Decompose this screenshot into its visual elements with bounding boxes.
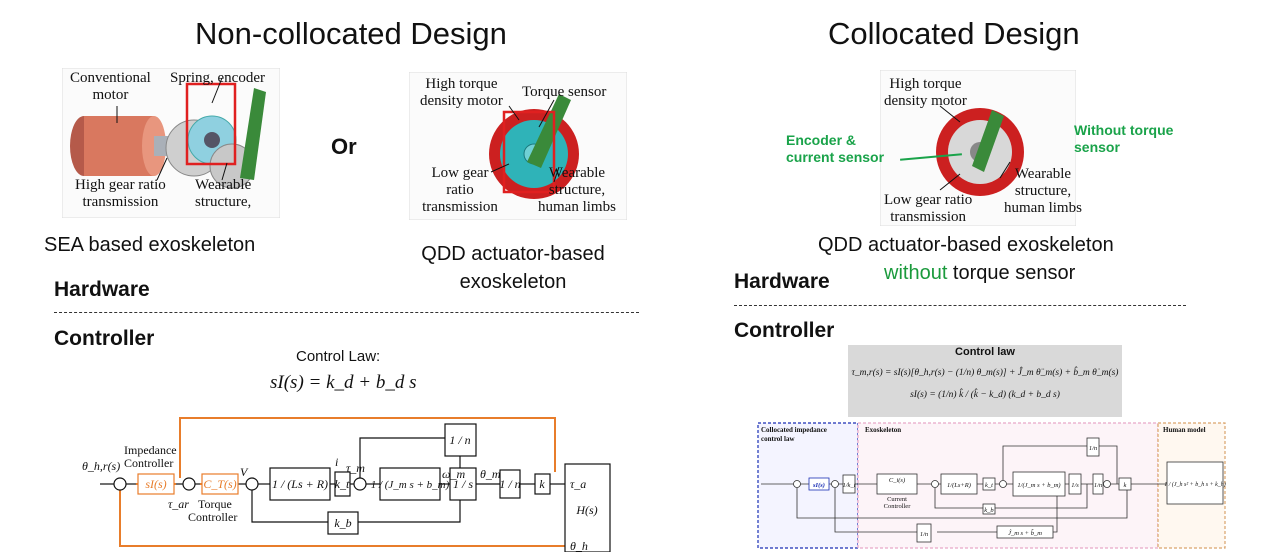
- encoder-sensor-label: Encoder &current sensor: [786, 132, 885, 165]
- tau-m-label: τ_m: [346, 461, 365, 475]
- r-sI-block: sI(s): [812, 482, 825, 489]
- region-collocated-1: Collocated impedance: [761, 426, 827, 434]
- r-elec-block: 1/(Ls+R): [947, 482, 971, 489]
- collocated-actuator-drawing: [879, 69, 1077, 227]
- right-hardware-heading: Hardware: [734, 270, 830, 293]
- r-kb-block: k_b: [984, 507, 994, 514]
- left-block-diagram: sI(s) C_T(s) 1 / (Ls + R) k_t 1 / (J_m s…: [82, 417, 611, 552]
- elec-block: 1 / (Ls + R): [272, 477, 328, 491]
- right-title: Collocated Design: [828, 16, 1080, 51]
- region-collocated-2: control law: [761, 435, 795, 443]
- ct-block: C_T(s): [203, 477, 236, 491]
- kt-block: k_t: [335, 477, 350, 491]
- left-title: Non-collocated Design: [195, 16, 507, 51]
- right-divider: [734, 305, 1186, 306]
- r-current-1: Current: [887, 496, 907, 503]
- theta-ref-label: θ_h,r(s): [82, 459, 120, 473]
- qdd-torque-sensor-label: Torque sensor: [522, 84, 607, 100]
- right-control-law-eq1: τ_m,r(s) = sI(s)[θ_h,r(s) − (1/n) θ_m(s)…: [851, 368, 1119, 378]
- r-fb-n-block: 1/n: [1089, 445, 1097, 452]
- collocated-caption-2: without torque sensor: [884, 262, 1076, 284]
- tau-a-label: τ_a: [570, 477, 586, 491]
- r-human-tf-block: 1 / (J_h s² + b_h s + k_h): [1164, 481, 1226, 488]
- right-controller-heading: Controller: [734, 319, 835, 342]
- theta-h-label: θ_h: [570, 539, 588, 552]
- left-hardware-heading: Hardware: [54, 278, 150, 301]
- omega-m-label: ω_m: [442, 467, 465, 481]
- r-current-2: Controller: [884, 503, 912, 510]
- r-mech-block: 1/(J_m s + b_m): [1017, 482, 1060, 489]
- or-label: Or: [331, 134, 357, 159]
- torque-ctrl-label-1: Torque: [198, 497, 232, 511]
- left-control-law-title: Control Law:: [296, 348, 381, 365]
- r-ct-block: C_i(s): [889, 477, 905, 484]
- r-integ-block: 1/s: [1071, 482, 1079, 489]
- right-block-diagram: Collocated impedance control law Exoskel…: [757, 422, 1226, 549]
- region-human-model: Human model: [1163, 426, 1206, 434]
- left-divider: [54, 312, 639, 313]
- sea-actuator-drawing: [61, 67, 281, 219]
- torque-ctrl-label-2: Controller: [188, 510, 237, 524]
- r-k-block: k: [1124, 482, 1127, 489]
- r-gear-block: 1/n: [1094, 482, 1102, 489]
- region-exoskeleton: Exoskeleton: [865, 426, 901, 434]
- integ-block: 1 / s: [453, 477, 473, 491]
- v-label: V: [240, 465, 249, 479]
- gear-block: 1 / n: [499, 477, 520, 491]
- collocated-caption-1: QDD actuator-based exoskeleton: [818, 234, 1114, 256]
- kb-block: k_b: [334, 516, 351, 530]
- impedance-label-2: Controller: [124, 456, 173, 470]
- left-controller-heading: Controller: [54, 327, 155, 350]
- i-label: i: [335, 455, 338, 469]
- sea-spring-label: Spring, encoder: [170, 70, 265, 86]
- left-control-law-equation: sI(s) = k_d + b_d s: [270, 372, 417, 393]
- tau-ar-label: τ_ar: [168, 497, 189, 511]
- r-n-bottom-block: 1/n: [920, 531, 928, 538]
- qdd-actuator-image: [408, 71, 628, 221]
- collocated-actuator-image: [879, 69, 1077, 227]
- fb-n-block: 1 / n: [449, 433, 470, 447]
- impedance-label-1: Impedance: [124, 443, 177, 457]
- right-control-law-title: Control law: [955, 346, 1015, 358]
- h-block: H(s): [575, 503, 597, 517]
- theta-m-label: θ_m: [480, 467, 501, 481]
- right-control-law-eq2: sI(s) = (1/n) k̂ / (k̂ − k_d) (k_d + b_d…: [910, 390, 1060, 400]
- sI-block: sI(s): [145, 477, 166, 491]
- r-jm-block: Ĵ_m s + b̂_m: [1008, 529, 1042, 537]
- control-law-box: Control law τ_m,r(s) = sI(s)[θ_h,r(s) − …: [848, 345, 1122, 417]
- r-inv-kt-block: 1/k_t: [843, 482, 856, 489]
- sea-caption: SEA based exoskeleton: [44, 234, 256, 256]
- k-block: k: [539, 477, 545, 491]
- mech-block: 1 / (J_m s + b_m): [371, 479, 450, 491]
- sea-actuator-image: [61, 67, 281, 219]
- r-kt-block: k_t: [985, 482, 993, 489]
